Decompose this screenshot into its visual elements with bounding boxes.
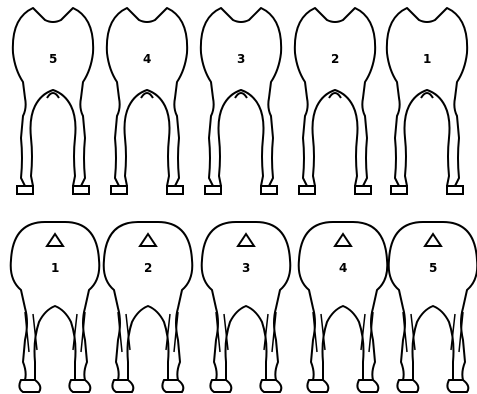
rear-row: 1 2 3 4 5	[11, 222, 477, 392]
front-horse-figure: 5	[13, 8, 93, 194]
rear-horse-figure: 1	[11, 222, 100, 392]
figure-number: 4	[339, 261, 347, 275]
figure-number: 3	[237, 52, 245, 66]
front-horse-figure: 4	[107, 8, 187, 194]
figure-number: 4	[143, 52, 151, 66]
figure-number: 2	[144, 261, 152, 275]
front-horse-figure: 3	[201, 8, 281, 194]
rear-horse-figure: 5	[389, 222, 477, 392]
figure-number: 3	[242, 261, 250, 275]
front-horse-figure: 2	[295, 8, 375, 194]
figure-number: 1	[51, 261, 59, 275]
rear-horse-figure: 3	[202, 222, 291, 392]
rear-horse-figure: 2	[104, 222, 193, 392]
figure-number: 5	[429, 261, 437, 275]
figure-number: 1	[423, 52, 431, 66]
figure-number: 5	[49, 52, 57, 66]
figure-number: 2	[331, 52, 339, 66]
rear-horse-figure: 4	[299, 222, 388, 392]
front-horse-figure: 1	[387, 8, 467, 194]
front-row: 5 4 3 2 1	[13, 8, 467, 194]
